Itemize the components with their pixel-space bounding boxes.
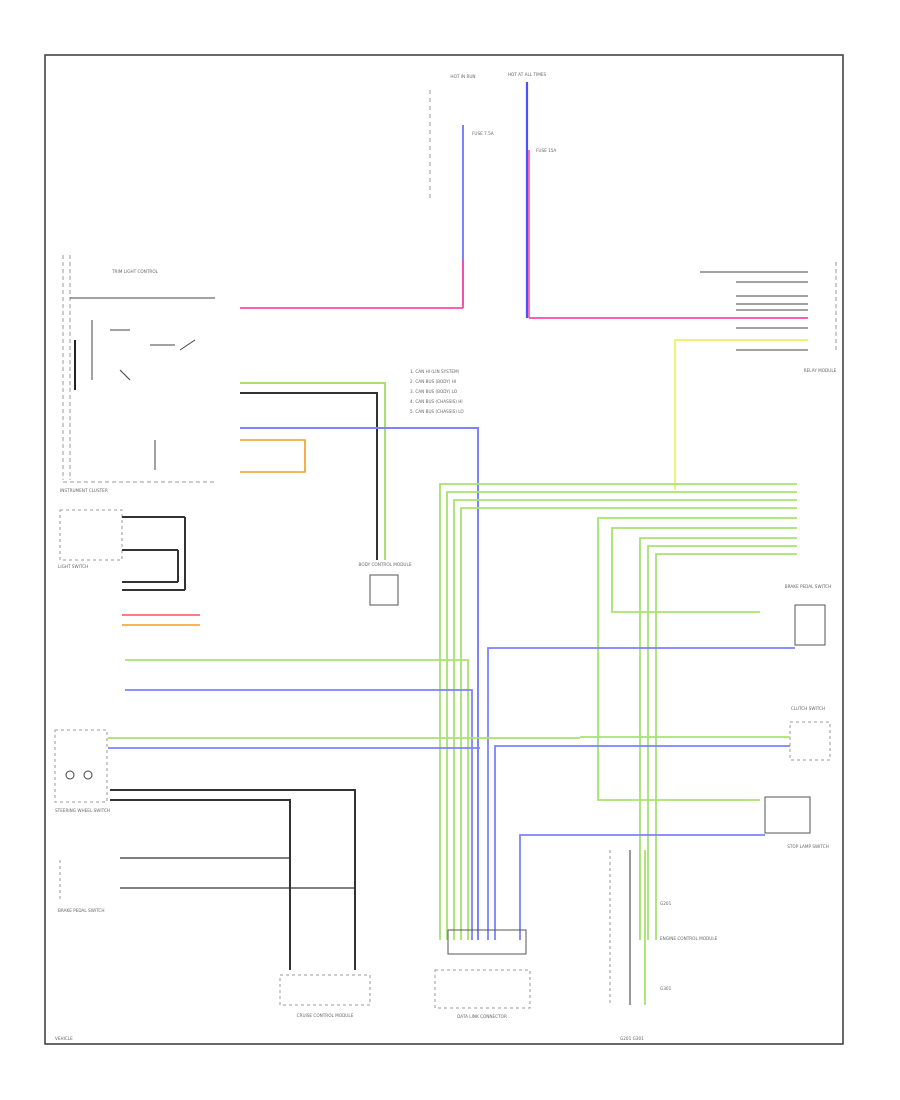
stop-lamp-switch-label: STOP LAMP SWITCH bbox=[787, 844, 829, 849]
ground-point-2-label: G301 bbox=[660, 986, 672, 991]
ground-point-label: G201 bbox=[660, 901, 672, 906]
brake-pedal-switch: BRAKE PEDAL SWITCH bbox=[487, 584, 831, 940]
cruise-control-module: CRUISE CONTROL MODULE bbox=[279, 974, 371, 1018]
clutch-switch: CLUTCH SWITCH bbox=[494, 706, 831, 940]
trim-light-control-label: TRIM LIGHT CONTROL bbox=[111, 269, 159, 274]
relay-module-label: RELAY MODULE bbox=[804, 368, 837, 373]
wire-blue-to-connector bbox=[240, 427, 479, 940]
brake-switch-left-label: BRAKE PEDAL SWITCH bbox=[58, 908, 104, 913]
hot-at-all-times-label: HOT AT ALL TIMES bbox=[508, 72, 547, 77]
wire-yellow-relay bbox=[674, 339, 808, 490]
legend-line-5: 5. CAN BUS (CHASSIS) LO bbox=[410, 409, 464, 414]
legend-line-3: 3. CAN BUS (BODY) LO bbox=[410, 389, 458, 394]
steering-wheel-switch-label: STEERING WHEEL SWITCH bbox=[55, 808, 110, 813]
hot-in-run-label: HOT IN RUN bbox=[450, 74, 475, 79]
diagram-frame bbox=[44, 54, 844, 1045]
fuse-left-label: FUSE 7.5A bbox=[472, 131, 494, 136]
fuse-right-label: FUSE 15A bbox=[536, 148, 556, 153]
wire-blue-left-690 bbox=[125, 689, 473, 940]
legend-line-4: 4. CAN BUS (CHASSIS) HI bbox=[410, 399, 463, 404]
stop-lamp-switch: STOP LAMP SWITCH bbox=[519, 796, 829, 940]
bottom-connector-bundle: DATA LINK CONNECTOR bbox=[434, 929, 531, 1019]
engine-control-module-label: ENGINE CONTROL MODULE bbox=[660, 936, 718, 941]
legend-line-2: 2. CAN BUS (BODY) HI bbox=[410, 379, 456, 384]
legend-line-1: 1. CAN HI (LIN SYSTEM) bbox=[410, 369, 460, 374]
power-feeds: HOT IN RUN HOT AT ALL TIMES FUSE 7.5A FU… bbox=[240, 72, 808, 319]
wire-gray-to-connector bbox=[240, 392, 378, 560]
cruise-control-module-label: CRUISE CONTROL MODULE bbox=[297, 1013, 354, 1018]
wire-orange-to-connector bbox=[240, 439, 306, 473]
relay-module: RELAY MODULE bbox=[700, 262, 837, 373]
wire-green-to-connector bbox=[240, 382, 386, 560]
data-link-label: DATA LINK CONNECTOR bbox=[457, 1014, 507, 1019]
bcm-label: BODY CONTROL MODULE bbox=[359, 562, 412, 567]
wire-green-left-660 bbox=[125, 659, 469, 940]
green-wire-bus bbox=[439, 483, 797, 940]
steering-wheel-switch: STEERING WHEEL SWITCH bbox=[54, 729, 110, 813]
brake-pedal-switch-label: BRAKE PEDAL SWITCH bbox=[785, 584, 831, 589]
trim-light-control: TRIM LIGHT CONTROL INSTRUMENT CLUSTER bbox=[60, 255, 215, 493]
middle-connector bbox=[369, 574, 399, 606]
footer-left-label: VEHICLE bbox=[55, 1036, 73, 1041]
light-switch: LIGHT SWITCH bbox=[58, 509, 186, 591]
instrument-cluster-label: INSTRUMENT CLUSTER bbox=[60, 488, 108, 493]
footer-right-label: G201 G301 bbox=[620, 1036, 644, 1041]
engine-control-module: G201 ENGINE CONTROL MODULE G301 bbox=[609, 850, 718, 1005]
light-switch-label: LIGHT SWITCH bbox=[58, 564, 88, 569]
wire-gray-cruise-1 bbox=[110, 789, 356, 970]
can-legend: 1. CAN HI (LIN SYSTEM) 2. CAN BUS (BODY)… bbox=[410, 369, 464, 414]
clutch-switch-label: CLUTCH SWITCH bbox=[791, 706, 825, 711]
wire-gray-cruise-2 bbox=[110, 799, 291, 970]
